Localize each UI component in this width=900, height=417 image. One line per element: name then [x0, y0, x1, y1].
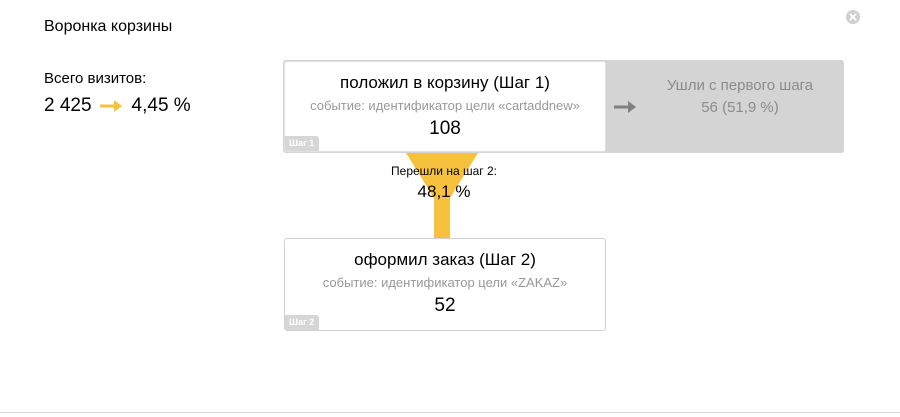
step1-count: 108 — [429, 118, 461, 139]
step2-count: 52 — [434, 295, 456, 316]
arrow-right-icon — [99, 100, 122, 112]
step1-card[interactable]: положил в корзину (Шаг 1) событие: идент… — [284, 61, 606, 152]
step1-name: положил в корзину (Шаг 1) — [340, 73, 550, 92]
total-visits-label: Всего визитов: — [44, 70, 147, 87]
step1-exit: Ушли с первого шага 56 (51,9 %) — [640, 77, 840, 116]
conversion-value: 4,45 % — [131, 95, 191, 116]
exit-label: Ушли с первого шага — [666, 77, 814, 94]
step1-event: событие: идентификатор цели «cartaddnew» — [310, 98, 580, 113]
total-visits-value: 2 425 — [44, 95, 92, 116]
exit-value: 56 (51,9 %) — [701, 99, 779, 116]
step2-name: оформил заказ (Шаг 2) — [354, 250, 536, 269]
widget-title: Воронка корзины — [44, 18, 173, 35]
close-icon[interactable] — [846, 10, 860, 24]
transition-label: Перешли на шаг 2: — [391, 164, 497, 178]
step2-card[interactable]: оформил заказ (Шаг 2) событие: идентифик… — [284, 238, 606, 331]
transition-value: 48,1 % — [417, 182, 471, 201]
step2-badge: Шаг 2 — [285, 315, 320, 330]
total-visits-summary: 2 425 4,45 % — [44, 95, 191, 117]
step1-badge: Шаг 1 — [285, 136, 320, 151]
exit-arrow-icon — [614, 101, 636, 113]
funnel-connector-icon — [406, 153, 478, 238]
step2-event: событие: идентификатор цели «ZAKAZ» — [322, 275, 568, 290]
